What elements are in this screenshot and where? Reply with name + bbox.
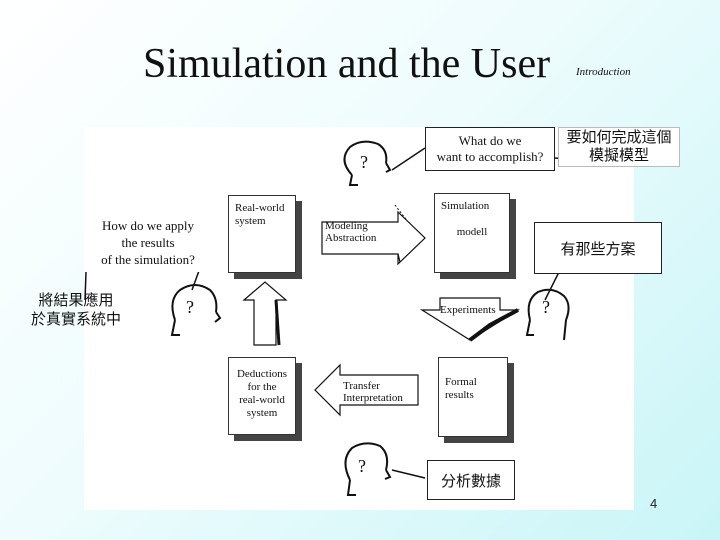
experiments-label: Experiments bbox=[440, 304, 496, 316]
deductions-line-2: for the bbox=[247, 381, 277, 393]
deductions-line-4: system bbox=[246, 407, 278, 419]
deductions-line-3: real-world bbox=[239, 394, 285, 406]
real-world-line-2: system bbox=[235, 215, 266, 227]
apply-callout: 將結果應用 於真實系統中 bbox=[26, 287, 126, 333]
formal-line-2: results bbox=[445, 389, 474, 401]
goal-question-line-2: want to accomplish? bbox=[436, 149, 544, 164]
goal-callout-line-1: 要如何完成這個 bbox=[566, 129, 672, 146]
head-left-icon bbox=[170, 284, 222, 336]
diagram-panel bbox=[84, 127, 634, 510]
formal-results-box: Formal results bbox=[438, 357, 508, 437]
modeling-label: Modeling Abstraction bbox=[325, 220, 376, 244]
transfer-label-line-1: Transfer bbox=[343, 380, 380, 392]
simulation-box: Simulation modell bbox=[434, 193, 510, 273]
goal-callout: 要如何完成這個 模擬模型 bbox=[558, 127, 680, 167]
options-callout-text: 有那些方案 bbox=[560, 240, 636, 258]
goal-callout-line-2: 模擬模型 bbox=[588, 147, 649, 164]
simulation-line-1: Simulation bbox=[441, 200, 490, 212]
simulation-line-2: modell bbox=[456, 226, 488, 238]
apply-callout-line-2: 於真實系統中 bbox=[30, 311, 121, 328]
goal-question-line-1: What do we bbox=[458, 133, 522, 148]
question-mark-bottom: ? bbox=[358, 456, 366, 476]
subtitle: Introduction bbox=[576, 66, 631, 78]
goal-question-box: What do we want to accomplish? bbox=[425, 127, 555, 171]
apply-question-line-3: of the simulation? bbox=[101, 251, 195, 267]
question-mark-right: ? bbox=[542, 297, 550, 317]
head-right-icon bbox=[525, 288, 570, 341]
transfer-label: Transfer Interpretation bbox=[343, 380, 403, 404]
formal-line-1: Formal bbox=[445, 376, 477, 388]
experiments-arrow bbox=[419, 297, 521, 342]
head-bottom-icon bbox=[344, 442, 392, 496]
apply-question-line-1: How do we apply bbox=[101, 217, 195, 233]
apply-question-box: How do we apply the results of the simul… bbox=[84, 212, 212, 272]
analyze-callout: 分析數據 bbox=[427, 460, 515, 500]
transfer-label-line-2: Interpretation bbox=[343, 392, 403, 404]
callout-pointers bbox=[84, 147, 596, 479]
page-title: Simulation and the User bbox=[143, 41, 551, 87]
question-mark-top: ? bbox=[360, 152, 368, 172]
deductions-line-1: Deductions bbox=[236, 368, 288, 380]
modeling-arrow bbox=[321, 210, 426, 266]
analyze-callout-text: 分析數據 bbox=[440, 472, 501, 490]
deductions-arrow bbox=[242, 281, 288, 346]
real-world-line-1: Real-world bbox=[235, 202, 285, 214]
options-callout: 有那些方案 bbox=[534, 222, 662, 274]
real-world-box: Real-world system bbox=[228, 195, 296, 273]
modeling-label-line-1: Modeling bbox=[325, 220, 368, 232]
head-top-icon bbox=[343, 140, 392, 186]
apply-callout-line-1: 將結果應用 bbox=[38, 292, 114, 309]
question-mark-left: ? bbox=[186, 297, 194, 317]
modeling-label-line-2: Abstraction bbox=[325, 232, 377, 244]
page-number: 4 bbox=[650, 496, 658, 511]
transfer-arrow bbox=[314, 363, 419, 417]
deductions-box: Deductions for the real-world system bbox=[228, 357, 296, 435]
apply-question-line-2: the results bbox=[121, 234, 175, 250]
